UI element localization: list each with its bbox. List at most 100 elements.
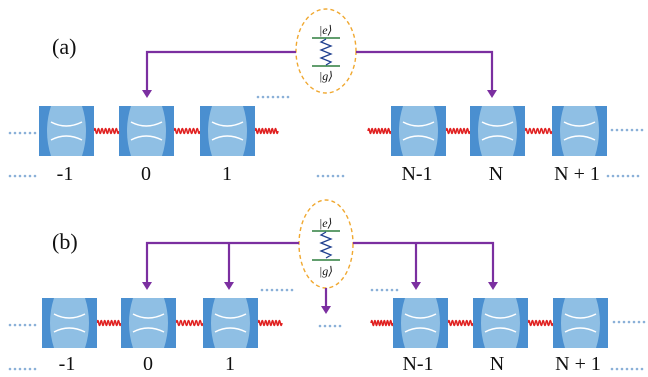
ellipsis-dot — [326, 174, 330, 178]
right-mirror — [434, 106, 446, 156]
ellipsis-dot — [338, 324, 342, 328]
ellipsis-dot — [13, 131, 17, 135]
ellipsis-dot — [8, 131, 12, 135]
ellipsis-dot — [625, 367, 629, 371]
cavity — [393, 298, 448, 348]
cavity — [39, 106, 94, 156]
cavity — [200, 106, 255, 156]
mode-line — [402, 135, 435, 141]
ellipsis-dot — [265, 288, 269, 292]
excited-state-label: |e⟩ — [319, 23, 332, 37]
left-mirror — [391, 106, 403, 156]
ellipsis-dot — [390, 288, 394, 292]
ellipsis-dot — [612, 320, 616, 324]
ellipsis-dot — [626, 174, 630, 178]
ellipsis-dot — [33, 174, 37, 178]
arrow-head-icon — [224, 282, 234, 290]
right-mirror — [162, 106, 174, 156]
mode-line — [53, 327, 86, 333]
transition-wave-icon — [319, 231, 333, 259]
ellipsis-dot — [8, 323, 12, 327]
ellipsis-dot — [33, 323, 37, 327]
mode-line — [132, 327, 165, 333]
right-mirror — [436, 298, 448, 348]
ellipsis-dot — [385, 288, 389, 292]
index-label-1: 1 — [222, 163, 232, 185]
ellipsis-dot — [336, 174, 340, 178]
ellipsis-dot — [276, 95, 280, 99]
arrow-head-icon — [488, 282, 498, 290]
ground-state-label: |g⟩ — [319, 264, 333, 278]
mode-line — [484, 313, 517, 319]
ellipsis-dot — [321, 174, 325, 178]
right-mirror — [164, 298, 176, 348]
right-mirror — [513, 106, 525, 156]
ellipsis-dot — [13, 367, 17, 371]
ellipsis-dot — [18, 174, 22, 178]
index-label-n-minus1: N-1 — [401, 163, 432, 185]
cavity-array-b — [8, 288, 646, 371]
ellipsis-dot — [270, 288, 274, 292]
right-mirror — [516, 298, 528, 348]
mode-line — [211, 135, 244, 141]
cavity — [553, 298, 608, 348]
ellipsis-dot — [33, 131, 37, 135]
ellipsis-dot — [380, 288, 384, 292]
mode-line — [53, 313, 86, 319]
ellipsis-dot — [28, 323, 32, 327]
ellipsis-dot — [632, 320, 636, 324]
arrow-head-icon — [142, 282, 152, 290]
ellipsis-dot — [611, 174, 615, 178]
left-mirror — [39, 106, 51, 156]
mode-line — [563, 135, 596, 141]
ellipsis-dot — [642, 320, 646, 324]
mode-line — [564, 327, 597, 333]
left-mirror — [553, 298, 565, 348]
index-label-0: 0 — [143, 353, 153, 375]
excited-state-label: |e⟩ — [319, 216, 332, 230]
ellipsis-dot — [260, 288, 264, 292]
cavity-array-a — [8, 95, 644, 178]
ellipsis-dot — [341, 174, 345, 178]
ellipsis-dot — [23, 367, 27, 371]
coupling-spring — [257, 319, 283, 327]
connector-to-cavity-n — [356, 50, 494, 92]
ellipsis-dot — [375, 288, 379, 292]
ellipsis-dot — [617, 320, 621, 324]
right-mirror — [596, 298, 608, 348]
cavity — [552, 106, 607, 156]
ellipsis-dot — [28, 174, 32, 178]
index-label-1: 1 — [225, 353, 235, 375]
left-mirror — [119, 106, 131, 156]
ellipsis-dot — [23, 174, 27, 178]
mode-line — [132, 313, 165, 319]
cavity — [391, 106, 446, 156]
index-label-n-plus1: N + 1 — [554, 163, 600, 185]
index-label-n-minus1: N-1 — [402, 353, 433, 375]
left-mirror — [42, 298, 54, 348]
ellipsis-dot — [13, 174, 17, 178]
coupling-spring — [367, 127, 392, 135]
left-mirror — [552, 106, 564, 156]
left-mirror — [473, 298, 485, 348]
right-mirror — [82, 106, 94, 156]
coupling-spring — [96, 319, 122, 327]
mode-line — [214, 313, 247, 319]
ellipsis-dot — [18, 367, 22, 371]
ellipsis-dot — [616, 174, 620, 178]
ellipsis-dot — [625, 128, 629, 132]
cavity — [473, 298, 528, 348]
left-mirror — [393, 298, 405, 348]
mode-line — [481, 121, 514, 127]
cavity — [203, 298, 258, 348]
cavity — [121, 298, 176, 348]
mode-line — [564, 313, 597, 319]
mode-line — [404, 327, 437, 333]
ellipsis-dot — [635, 128, 639, 132]
ellipsis-dot — [8, 174, 12, 178]
ellipsis-dot — [631, 174, 635, 178]
right-mirror — [595, 106, 607, 156]
left-mirror — [203, 298, 215, 348]
coupling-spring — [175, 319, 204, 327]
ellipsis-dot — [636, 174, 640, 178]
